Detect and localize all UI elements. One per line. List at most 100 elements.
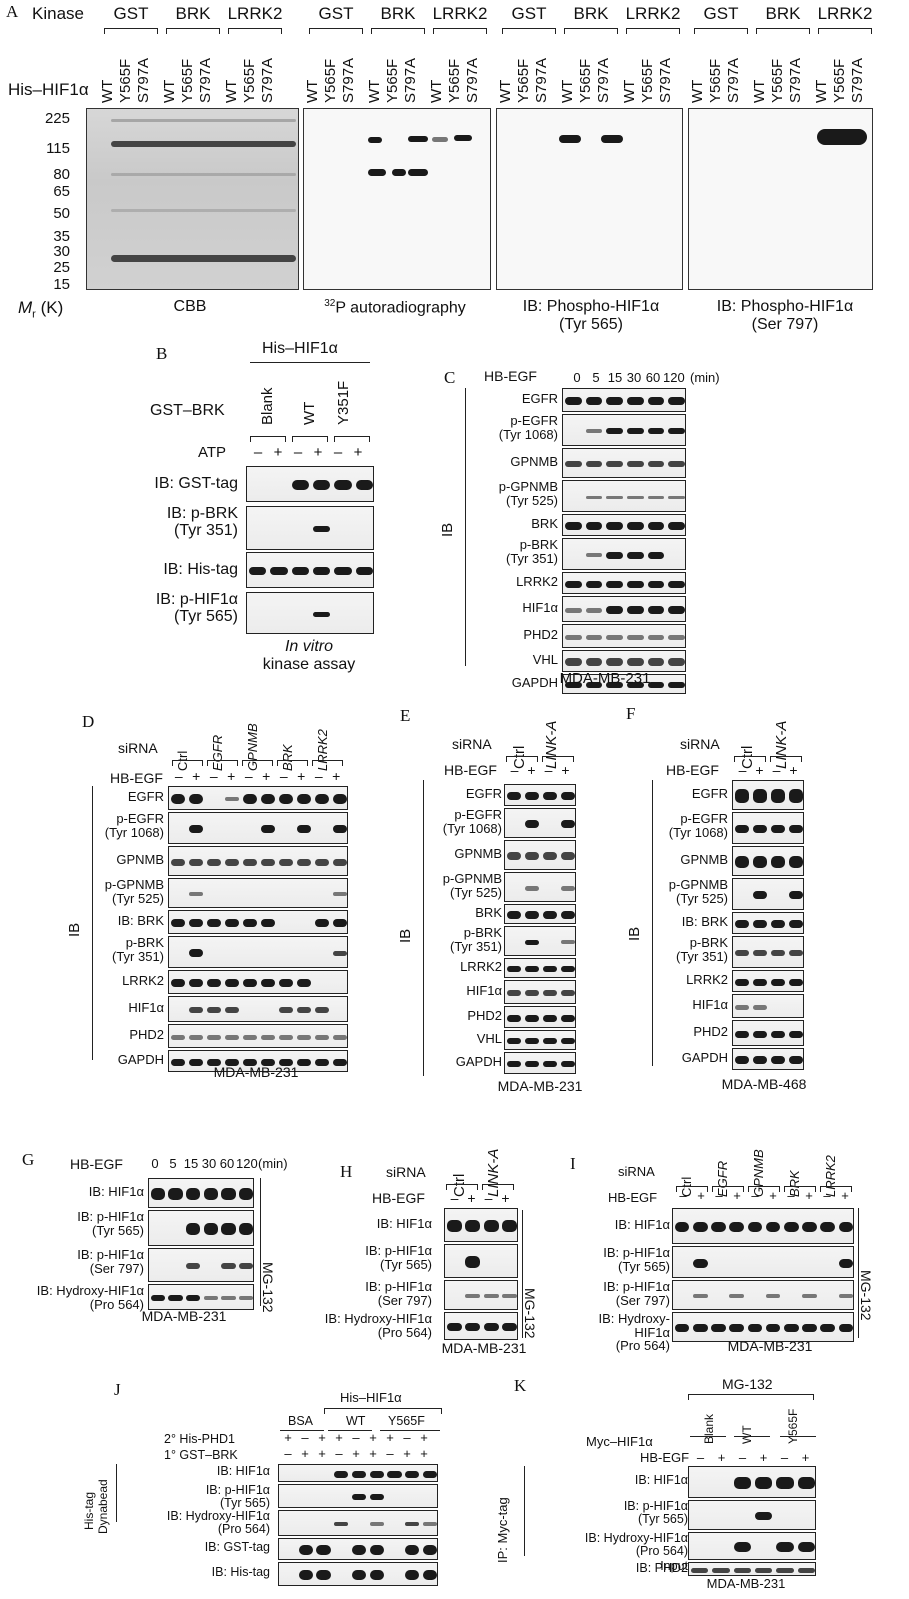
blot-strip	[246, 506, 374, 550]
band	[355, 567, 373, 575]
blot-strip	[148, 1248, 254, 1282]
blot-label: p-BRK(Tyr 351)	[656, 936, 728, 963]
blot-label: IB: p-HIF1α(Ser 797)	[584, 1280, 670, 1307]
band	[770, 950, 786, 956]
sign: –	[284, 1446, 292, 1461]
target-bracket	[820, 1186, 852, 1192]
band	[770, 825, 786, 833]
band	[693, 1258, 708, 1268]
blot-label-sub: (Tyr 351)	[111, 948, 164, 964]
blot-label-text: GPNMB	[680, 852, 728, 867]
band	[332, 794, 348, 804]
band	[186, 1263, 201, 1269]
band	[788, 978, 804, 986]
band	[770, 978, 786, 986]
band	[524, 966, 540, 972]
blot-label-sub: (Tyr 1068)	[498, 426, 558, 442]
blot-label: p-GPNMB(Tyr 525)	[96, 878, 164, 905]
band	[188, 794, 204, 804]
blot-label: PHD2	[96, 1028, 164, 1042]
side-his-tag: His-tag	[82, 1491, 96, 1530]
panel-letter: F	[626, 704, 636, 723]
variant-label: WT	[621, 79, 638, 103]
band	[524, 939, 540, 945]
band	[560, 820, 576, 828]
band	[260, 825, 276, 833]
treatment-sign: +	[227, 768, 236, 784]
treatment-label: HB-EGF	[444, 762, 497, 778]
blot-label-text: LRRK2	[122, 973, 164, 988]
blot-label-text: BRK	[475, 905, 502, 920]
band	[224, 797, 240, 801]
variant-label: WT	[99, 79, 116, 103]
marker-label: 225	[44, 110, 70, 127]
band	[560, 1014, 576, 1022]
kinase-bracket	[694, 28, 748, 34]
cell-line: MDA-MB-231	[141, 1308, 227, 1324]
band	[405, 1545, 420, 1555]
blot-label: VHL	[470, 653, 558, 667]
band	[585, 522, 603, 530]
blot-strip	[168, 1050, 348, 1072]
band	[752, 1004, 768, 1010]
band	[668, 495, 685, 499]
band	[838, 1294, 854, 1298]
cbb-gel	[86, 108, 299, 290]
band	[291, 480, 309, 490]
sign: –	[335, 1446, 343, 1461]
band	[565, 607, 582, 613]
band	[585, 461, 603, 467]
kinase-label: Kinase	[32, 4, 84, 23]
variant-label: S797A	[787, 57, 804, 103]
blot-label: IB: Hydroxy-HIF1α(Pro 564)	[26, 1284, 144, 1311]
band	[296, 1058, 312, 1066]
blot-label-sub: (Pro 564)	[217, 1522, 270, 1537]
blot-strip	[278, 1562, 438, 1586]
band	[606, 397, 623, 405]
variant-label: WT	[428, 79, 445, 103]
cell-line: MDA-MB-231	[727, 1338, 813, 1354]
marker-label: 65	[53, 183, 70, 200]
blot-label-text: IB: BRK	[681, 914, 728, 929]
blot-label-text: IB: HIF1α	[634, 1473, 688, 1487]
blot-label: IB: HIF1α	[300, 1217, 432, 1231]
kinase-name: GST	[318, 4, 354, 23]
band	[788, 856, 804, 868]
blot-strip	[168, 812, 348, 844]
condition-blank: Blank	[259, 387, 276, 425]
marker-label: 30	[53, 243, 70, 260]
band	[606, 658, 623, 666]
band	[752, 920, 768, 928]
band	[668, 634, 685, 640]
blot-label: HIF1α	[656, 998, 728, 1012]
band	[752, 1030, 768, 1038]
variant-label: S797A	[533, 57, 550, 103]
blot-label-text: EGFR	[691, 786, 728, 801]
variant-label: Y565F	[831, 58, 848, 103]
band	[314, 1007, 330, 1013]
band	[627, 461, 644, 467]
kinase-bracket	[371, 28, 425, 34]
band	[188, 949, 204, 957]
band	[788, 789, 804, 803]
band	[734, 950, 750, 956]
blot-label: GPNMB	[96, 853, 164, 867]
treatment-sign: +	[805, 1188, 813, 1203]
blot-label-text: EGFR	[465, 786, 502, 801]
band	[585, 658, 603, 666]
blot-label: VHL	[428, 1032, 502, 1046]
target-bracket	[207, 760, 238, 766]
blot-strip	[672, 1208, 854, 1244]
band	[369, 1470, 384, 1478]
band	[313, 480, 331, 490]
treatment-sign: +	[755, 762, 764, 778]
band	[524, 852, 540, 860]
band	[788, 920, 804, 928]
band	[647, 682, 665, 688]
treatment-sign: +	[561, 762, 570, 778]
variant-label: Y565F	[117, 58, 134, 103]
blot-label-text: IB: HIF1α	[216, 1464, 270, 1478]
band	[647, 495, 665, 499]
band	[606, 606, 623, 614]
blot-label-text: p-EGFR	[510, 413, 558, 428]
